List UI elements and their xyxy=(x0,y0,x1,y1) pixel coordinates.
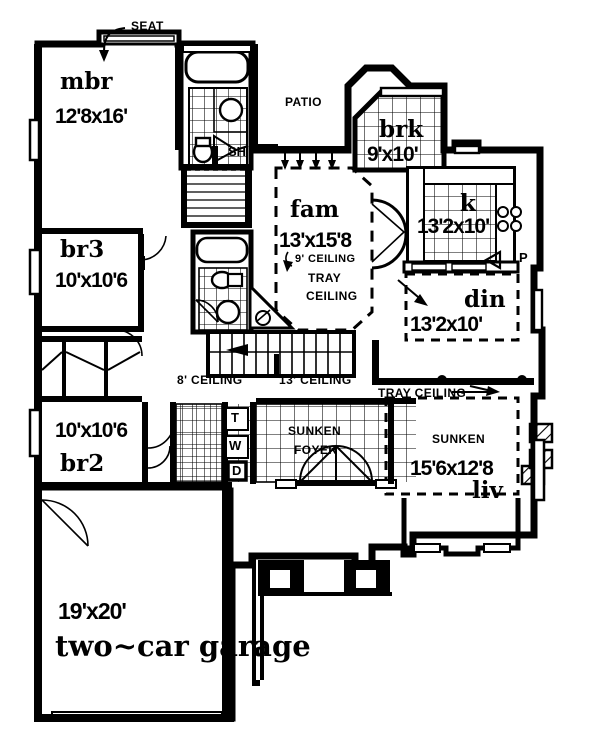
room-label-fam: fam xyxy=(290,196,340,223)
room-dim-br3: 10'x10'6 xyxy=(55,269,128,292)
ceiling-note-9ft: 9' CEILING xyxy=(295,253,356,265)
shower-label: SH xyxy=(228,144,247,159)
room-label-brk: brk xyxy=(379,116,424,143)
dryer-label: D xyxy=(232,463,242,478)
room-label-mbr: mbr xyxy=(60,68,113,95)
sunken-note-liv: SUNKEN xyxy=(432,432,486,446)
room-dim-kitchen: 13'2x10' xyxy=(417,215,490,238)
room-dim-brk: 9'x10' xyxy=(367,143,419,166)
room-dim-mbr: 12'8x16' xyxy=(55,105,128,128)
tray-ceiling-note-liv: TRAY CEILING xyxy=(378,386,467,400)
room-label-br3: br3 xyxy=(60,236,105,263)
room-dim-liv: 15'6x12'8 xyxy=(410,457,494,480)
tray-ceiling-note-fam-line2: CEILING xyxy=(306,289,358,303)
ceiling-note-8ft: 8' CEILING xyxy=(177,373,243,387)
sunken-foyer-note-line1: SUNKEN xyxy=(288,424,342,438)
room-dim-br2: 10'x10'6 xyxy=(55,419,128,442)
patio-label: PATIO xyxy=(285,95,322,109)
room-label-kitchen: k xyxy=(460,190,476,217)
garage-dim: 19'x20' xyxy=(58,598,127,624)
seat-label: SEAT xyxy=(131,19,164,33)
room-label-din: din xyxy=(464,286,506,313)
laundry-tub-label: T xyxy=(231,410,239,425)
room-label-liv: liv xyxy=(472,477,503,504)
room-dim-din: 13'2x10' xyxy=(410,313,483,336)
sunken-foyer-note-line2: FOYER xyxy=(294,443,338,457)
room-label-br2: br2 xyxy=(60,450,105,477)
tray-ceiling-note-fam-line1: TRAY xyxy=(308,271,342,285)
ceiling-note-13ft: 13' CEILING xyxy=(279,373,352,387)
washer-label: W xyxy=(229,438,242,453)
garage-label: two~car garage xyxy=(55,629,311,663)
pantry-label: P xyxy=(519,250,528,265)
room-dim-fam: 13'x15'8 xyxy=(279,229,352,252)
